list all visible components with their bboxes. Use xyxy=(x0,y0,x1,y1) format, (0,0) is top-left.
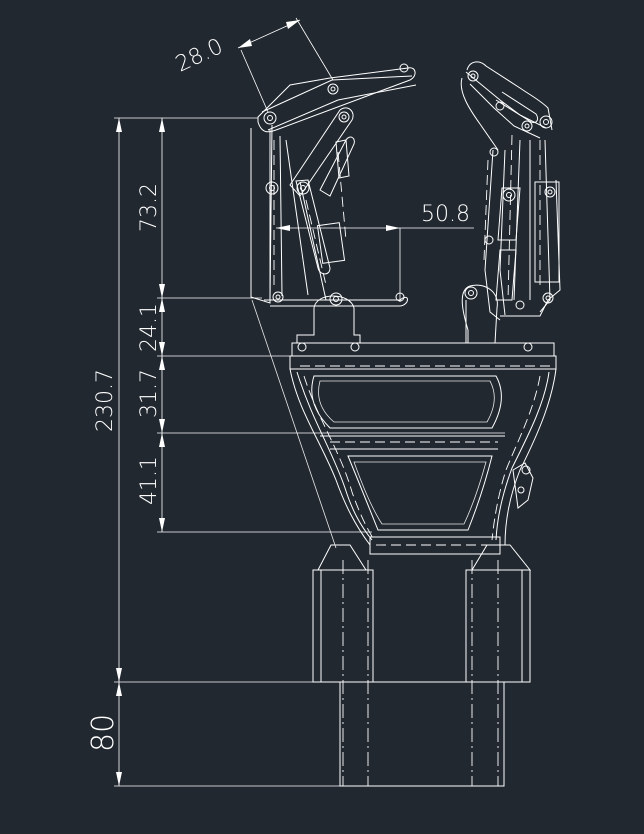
pivot-base-height-label: 24.1 xyxy=(137,303,162,352)
pivot-offset-label: 50.8 xyxy=(421,202,470,227)
dimension-jaw-width: 28.0 xyxy=(172,17,334,113)
right-finger-linkage xyxy=(460,61,561,321)
finger-height-label: 73.2 xyxy=(137,183,162,232)
jaw-width-label: 28.0 xyxy=(172,34,227,77)
pivot-block xyxy=(296,284,533,352)
mount-shaft xyxy=(312,544,532,787)
lower-body-height-label: 41.1 xyxy=(137,456,162,505)
projection-line xyxy=(251,299,337,549)
overall-height-label: 230.7 xyxy=(93,369,118,432)
dimension-pivot-offset: 50.8 xyxy=(276,202,474,302)
left-finger-linkage xyxy=(250,63,417,307)
mount-height-label: 80 xyxy=(86,714,121,752)
upper-body-height-label: 31.7 xyxy=(137,369,162,418)
gripper-body xyxy=(289,342,557,555)
dimension-stack: 73.2 24.1 31.7 41.1 230.7 80 xyxy=(86,117,550,787)
